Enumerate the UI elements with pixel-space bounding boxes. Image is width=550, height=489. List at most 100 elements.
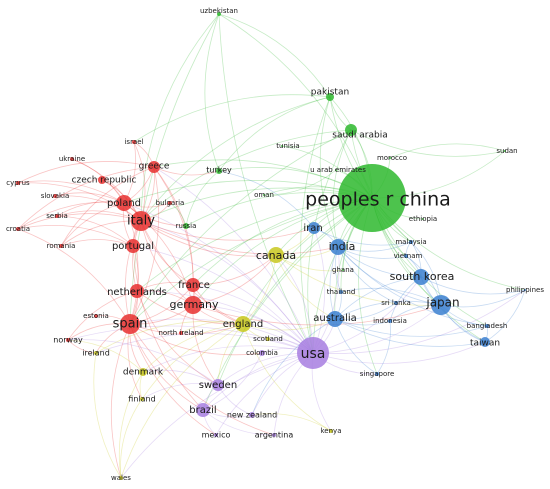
label-vietnam: vietnam [394, 252, 423, 260]
node-bangladesh[interactable] [485, 324, 489, 328]
edge-poland-croatia [17, 201, 125, 230]
node-spain[interactable] [120, 314, 140, 334]
edge-pakistan-italy [140, 96, 331, 222]
node-pakistan[interactable] [326, 93, 334, 101]
label-bangladesh: bangladesh [467, 322, 508, 330]
edge-uzbekistan-italy [140, 13, 220, 222]
node-russia[interactable] [183, 223, 189, 229]
edge-sudan-morocco [389, 143, 506, 159]
label-u-arab-emirates: u arab emirates [310, 166, 366, 174]
node-malaysia[interactable] [409, 240, 413, 244]
node-scotland[interactable] [266, 337, 270, 341]
node-greece[interactable] [148, 161, 160, 173]
edge-france-canada [192, 254, 277, 286]
node-saudi-arabia[interactable] [345, 124, 357, 136]
node-peoples-r-china[interactable] [338, 164, 406, 232]
edge-saudi-arabia-sudan [350, 129, 506, 157]
edge-england-ireland [95, 320, 244, 354]
node-mexico[interactable] [214, 433, 218, 437]
node-north-ireland[interactable] [179, 331, 183, 335]
edge-canada-japan [275, 254, 442, 306]
edge-portugal-serbia [56, 215, 134, 247]
node-cyprus[interactable] [16, 181, 20, 185]
edge-italy-england [140, 220, 244, 325]
node-south-korea[interactable] [413, 269, 429, 285]
edge-japan-australia [334, 300, 442, 320]
edge-usa-ireland [95, 333, 314, 354]
node-wales[interactable] [119, 476, 123, 480]
node-finland[interactable] [140, 397, 144, 401]
node-canada[interactable] [268, 247, 284, 263]
edge-usa-greece [153, 166, 314, 354]
node-czech-republic[interactable] [98, 176, 106, 184]
edge-spain-greece [129, 166, 160, 325]
node-slovakia[interactable] [53, 194, 57, 198]
node-indonesia[interactable] [388, 319, 392, 323]
node-italy[interactable] [131, 211, 151, 231]
node-germany[interactable] [184, 296, 202, 314]
node-brazil[interactable] [196, 403, 210, 417]
label-bulgaria: bulgaria [156, 199, 185, 207]
node-romania[interactable] [59, 244, 63, 248]
edge-australia-taiwan [334, 318, 486, 347]
label-mexico: mexico [202, 431, 231, 440]
node-new-zealand[interactable] [249, 412, 255, 418]
node-ireland[interactable] [94, 351, 98, 355]
node-denmark[interactable] [139, 368, 147, 376]
node-morocco[interactable] [389, 157, 391, 159]
node-croatia[interactable] [16, 227, 20, 231]
edge-england-denmark [142, 323, 244, 373]
node-ukraine[interactable] [70, 157, 74, 161]
node-iran[interactable] [308, 222, 320, 234]
node-sudan[interactable] [504, 150, 506, 152]
edge-usa-philippines [312, 289, 526, 354]
label-croatia: croatia [6, 225, 30, 233]
node-norway[interactable] [66, 338, 70, 342]
node-philippines[interactable] [524, 289, 526, 291]
node-england[interactable] [235, 316, 251, 332]
node-poland[interactable] [116, 195, 132, 211]
label-morocco: morocco [377, 154, 407, 162]
node-portugal[interactable] [126, 239, 140, 253]
node-kenya[interactable] [329, 429, 333, 433]
node-singapore[interactable] [375, 372, 379, 376]
edge-italy-india [140, 220, 339, 255]
edge-spain-argentina [129, 323, 275, 436]
node-usa[interactable] [297, 337, 329, 369]
node-israel[interactable] [132, 140, 136, 144]
node-sweden[interactable] [212, 379, 224, 391]
node-japan[interactable] [431, 295, 451, 315]
node-ghana[interactable] [342, 269, 344, 271]
node-sri-lanka[interactable] [394, 301, 398, 305]
node-vietnam[interactable] [404, 254, 408, 258]
edge-germany-poland [123, 202, 194, 306]
node-uzbekistan[interactable] [217, 12, 221, 16]
label-turkey: turkey [206, 166, 232, 175]
edge-poland-cyprus [17, 180, 125, 204]
node-australia[interactable] [327, 311, 343, 327]
node-netherlands[interactable] [130, 284, 144, 298]
node-serbia[interactable] [55, 214, 59, 218]
edge-india-sri-lanka [337, 246, 397, 304]
node-estonia[interactable] [94, 314, 98, 318]
edge-italy-cyprus [17, 182, 142, 222]
node-u-arab-emirates[interactable] [335, 169, 337, 171]
label-india: india [329, 240, 356, 253]
label-iran: iran [303, 223, 322, 234]
node-ethiopia[interactable] [422, 218, 424, 220]
edge-portugal-brazil [132, 245, 204, 411]
node-thailand[interactable] [339, 290, 343, 294]
label-oman: oman [254, 191, 274, 199]
label-ghana: ghana [332, 266, 354, 274]
node-colombia[interactable] [259, 350, 265, 356]
node-bulgaria[interactable] [168, 201, 172, 205]
node-france[interactable] [186, 278, 200, 292]
node-argentina[interactable] [272, 433, 276, 437]
node-taiwan[interactable] [480, 337, 490, 347]
node-tunisia[interactable] [281, 145, 283, 147]
label-italy: italy [127, 214, 155, 229]
node-india[interactable] [330, 239, 346, 255]
edge-spain-poland [123, 202, 139, 325]
node-turkey[interactable] [216, 168, 222, 174]
node-oman[interactable] [263, 194, 265, 196]
